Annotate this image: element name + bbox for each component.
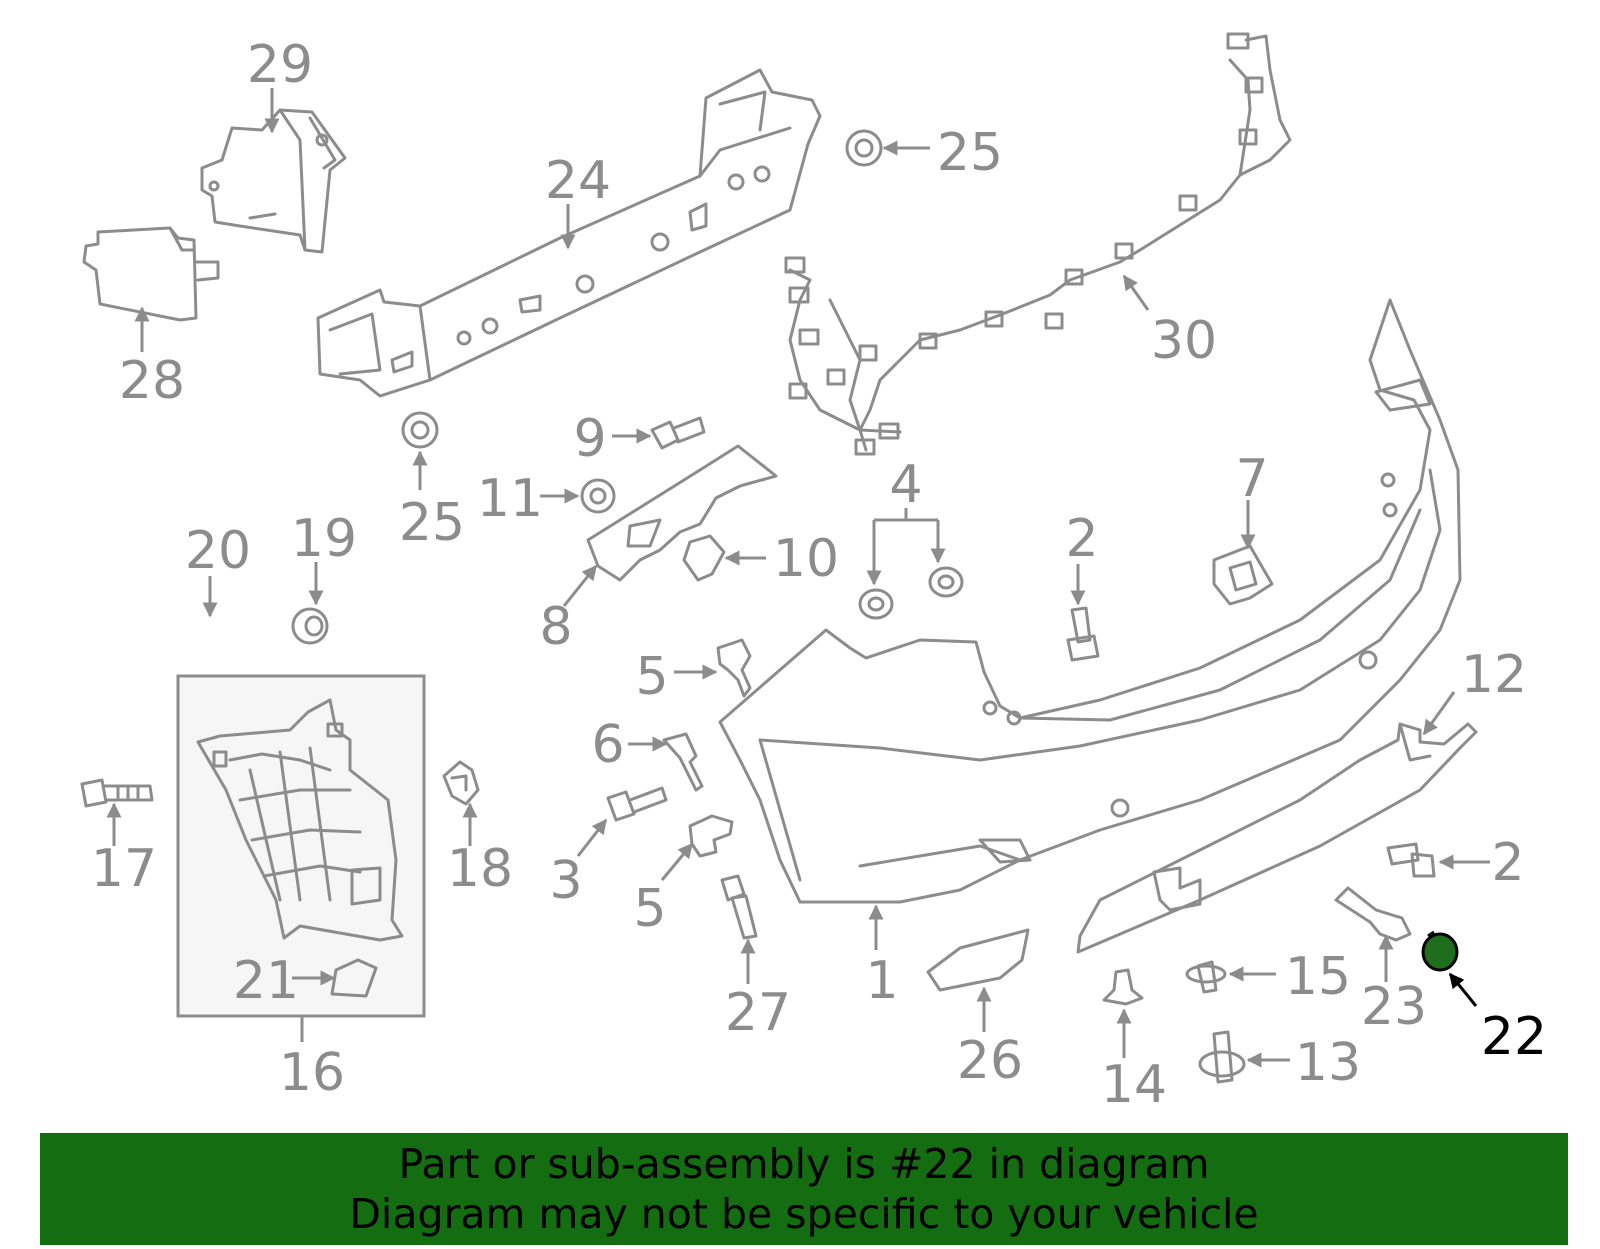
- part-9-bolt: [650, 416, 706, 450]
- part-7-bracket: [1212, 544, 1274, 606]
- part-6-bracket: [662, 732, 704, 792]
- part-29-bracket: [200, 108, 347, 254]
- part-26-trim: [926, 928, 1030, 992]
- callout-30: 30: [1151, 311, 1217, 371]
- part-19-grommet: [291, 607, 329, 645]
- callout-10: 10: [773, 529, 839, 589]
- callout-8: 8: [539, 597, 572, 657]
- callout-25-bottom: 25: [399, 493, 465, 553]
- callout-3: 3: [549, 851, 582, 911]
- callout-21: 21: [233, 951, 299, 1011]
- part-4-grommets: [858, 566, 964, 620]
- part-5-pin-upper: [716, 638, 752, 698]
- callout-20: 20: [185, 521, 251, 581]
- arrow-5b: [660, 842, 694, 881]
- callout-1: 1: [865, 951, 898, 1011]
- part-10-clip: [682, 534, 726, 582]
- part-17-bolt: [80, 778, 154, 808]
- part-16-assembly-box: [176, 674, 426, 1018]
- part-16-housing: [196, 698, 404, 942]
- part-2-bolt-lower: [1386, 842, 1436, 878]
- part-11-nut: [580, 478, 616, 514]
- part-12-bracket-strip: [1076, 722, 1478, 954]
- part-22-plug[interactable]: [1421, 930, 1459, 972]
- part-8-bracket: [586, 444, 778, 582]
- callout-14: 14: [1101, 1055, 1167, 1115]
- callout-26: 26: [957, 1031, 1023, 1091]
- arrow-8: [562, 564, 598, 607]
- callout-12: 12: [1461, 645, 1527, 705]
- part-1-bumper-cover: [718, 298, 1462, 904]
- callout-2-lower: 2: [1491, 833, 1524, 893]
- part-21-clip: [330, 958, 378, 998]
- part-28-module: [82, 226, 220, 322]
- part-27-bolt: [720, 874, 758, 940]
- part-25-nut-top: [845, 129, 883, 167]
- part-2-bolt-upper: [1066, 606, 1100, 662]
- callout-5-lower: 5: [633, 879, 666, 939]
- callout-19: 19: [291, 509, 357, 569]
- callout-17: 17: [91, 839, 157, 899]
- callout-15: 15: [1285, 947, 1351, 1007]
- banner-line-1: Part or sub-assembly is #22 in diagram: [398, 1140, 1210, 1188]
- callout-23: 23: [1361, 977, 1427, 1037]
- callout-2-upper: 2: [1065, 509, 1098, 569]
- arrow-30: [1122, 274, 1150, 311]
- callout-7: 7: [1235, 449, 1268, 509]
- callout-16: 16: [279, 1043, 345, 1103]
- arrow-12: [1422, 691, 1456, 736]
- callout-5-upper: 5: [635, 647, 668, 707]
- callout-4: 4: [889, 455, 922, 515]
- callout-28: 28: [119, 351, 185, 411]
- part-30-wiring-harness: [784, 32, 1292, 456]
- callout-18: 18: [447, 839, 513, 899]
- part-14-pin: [1102, 968, 1144, 1006]
- callout-27: 27: [725, 983, 791, 1043]
- arrow-22: [1448, 972, 1478, 1007]
- part-18-clip: [442, 760, 480, 806]
- part-23-clip: [1334, 886, 1412, 942]
- callout-13: 13: [1295, 1033, 1361, 1093]
- part-24-reinforcement: [316, 68, 822, 398]
- part-13-clip: [1198, 1030, 1246, 1084]
- part-5-pin-lower: [688, 814, 734, 858]
- arrow-3: [576, 818, 608, 857]
- callout-25-top: 25: [937, 123, 1003, 183]
- part-25-nut-bottom: [401, 411, 439, 449]
- part-15-clip: [1185, 960, 1227, 994]
- banner-line-2: Diagram may not be specific to your vehi…: [349, 1190, 1259, 1238]
- callout-24: 24: [545, 151, 611, 211]
- callout-9: 9: [573, 409, 606, 469]
- callout-6: 6: [591, 715, 624, 775]
- callout-22[interactable]: 22: [1481, 1007, 1547, 1067]
- part-3-bolt: [606, 786, 668, 822]
- callout-11: 11: [477, 469, 543, 529]
- info-banner: Part or sub-assembly is #22 in diagram D…: [40, 1133, 1568, 1245]
- callout-29: 29: [247, 35, 313, 95]
